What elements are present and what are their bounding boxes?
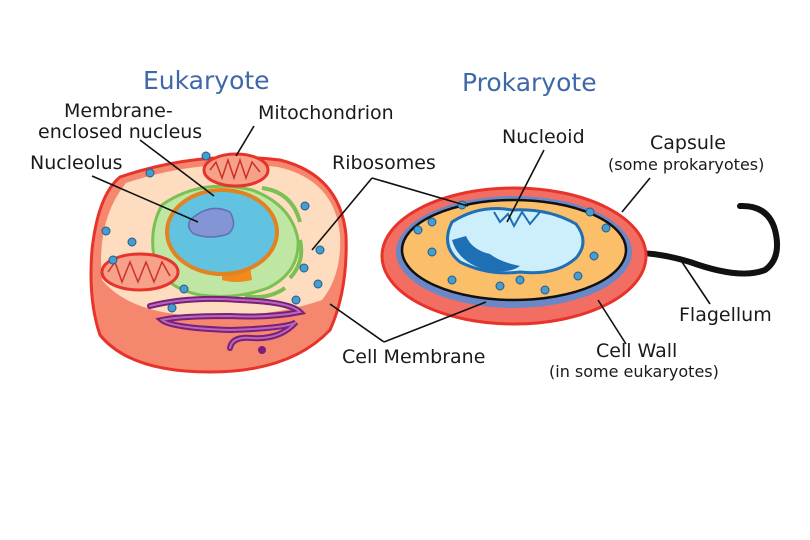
prokaryote-cell xyxy=(380,186,780,326)
eukaryote-ribosomes xyxy=(101,151,325,313)
label-mitochondrion: Mitochondrion xyxy=(258,102,394,124)
rough-er-fold xyxy=(244,186,304,299)
nucleolus xyxy=(187,207,235,238)
title-eukaryote: Eukaryote xyxy=(143,66,270,95)
label-flagellum: Flagellum xyxy=(679,304,772,326)
label-cell-membrane: Cell Membrane xyxy=(342,346,486,368)
mitochondrion-left xyxy=(100,252,180,292)
eukaryote-cell xyxy=(89,151,348,374)
label-capsule-note: (some prokaryotes) xyxy=(608,155,765,174)
leader-lines xyxy=(91,125,711,345)
flagellum xyxy=(619,202,780,277)
mitochondrion-top xyxy=(202,152,270,188)
label-membrane-nucleus-1: Membrane- xyxy=(64,100,173,122)
label-ribosomes: Ribosomes xyxy=(332,152,436,174)
label-capsule: Capsule xyxy=(650,132,726,154)
label-cell-wall-note: (in some eukaryotes) xyxy=(549,362,719,381)
label-nucleolus: Nucleolus xyxy=(30,152,123,174)
label-nucleoid: Nucleoid xyxy=(502,126,585,148)
title-prokaryote: Prokaryote xyxy=(462,68,597,97)
label-cell-wall: Cell Wall xyxy=(596,340,678,362)
label-membrane-nucleus-2: enclosed nucleus xyxy=(38,121,203,143)
nucleoid-dark xyxy=(452,236,520,272)
smooth-er-inner xyxy=(149,297,303,349)
